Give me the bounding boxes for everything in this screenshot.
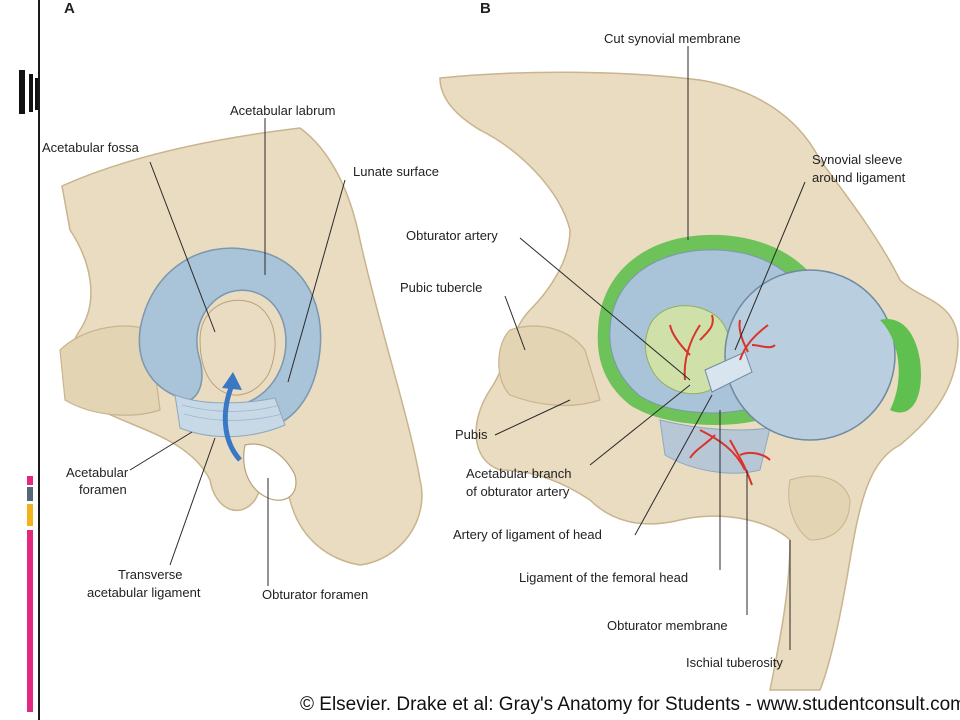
panel-label-a: A	[64, 0, 75, 17]
a-transverse-ligament	[174, 394, 286, 438]
label-acetabular-fossa: Acetabular fossa	[42, 140, 139, 155]
panel-a-leader-lines	[129, 118, 346, 586]
label-pubis: Pubis	[455, 427, 488, 442]
label-obturator-foramen: Obturator foramen	[262, 587, 369, 602]
label-obturator-membrane: Obturator membrane	[607, 618, 728, 633]
deco-bar-pink-long	[27, 530, 33, 712]
a-obturator-foramen-shape	[243, 443, 297, 501]
deco-bar-slate	[27, 487, 33, 501]
label-acetabular-foramen-2: foramen	[79, 482, 127, 497]
label-acetabular-foramen-1: Acetabular	[66, 465, 129, 480]
a-pubic-ramus	[59, 325, 161, 416]
a-acetabular-fossa-shape	[199, 299, 276, 396]
label-synovial-sleeve-1: Synovial sleeve	[812, 152, 903, 167]
deco-bracket	[19, 70, 41, 114]
panel-b-leader-lines	[494, 46, 806, 650]
panel-b-drawing	[439, 71, 959, 691]
a-blue-arrow	[222, 384, 242, 462]
label-obturator-artery: Obturator artery	[406, 228, 498, 243]
slide-left-margin	[0, 0, 42, 720]
label-pubic-tubercle: Pubic tubercle	[400, 280, 483, 295]
slide-divider-line	[38, 0, 40, 720]
a-lunate-surface	[138, 247, 322, 431]
b-ischium	[788, 475, 851, 541]
label-acetabular-branch-1: Acetabular branch	[466, 466, 572, 481]
label-acetabular-branch-2: of obturator artery	[466, 484, 570, 499]
label-artery-of-ligament: Artery of ligament of head	[453, 527, 602, 542]
panel-label-b: B	[480, 0, 491, 17]
b-obturator-membrane	[659, 419, 771, 474]
label-transverse-2: acetabular ligament	[87, 585, 201, 600]
b-pubis	[498, 325, 601, 407]
deco-bar-yellow	[27, 504, 33, 526]
label-lunate-surface: Lunate surface	[353, 164, 440, 179]
b-femoral-head	[724, 269, 896, 441]
label-synovial-sleeve-2: around ligament	[812, 170, 906, 185]
label-acetabular-labrum: Acetabular labrum	[230, 103, 336, 118]
panel-a-drawing	[59, 127, 423, 566]
label-cut-synovial-membrane: Cut synovial membrane	[604, 31, 741, 46]
copyright-credit: © Elsevier. Drake et al: Gray's Anatomy …	[300, 694, 960, 715]
label-ligament-femoral-head: Ligament of the femoral head	[519, 570, 689, 585]
deco-bar-pink-top	[27, 476, 33, 485]
label-transverse-1: Transverse	[118, 567, 183, 582]
b-ligament-head	[704, 351, 753, 393]
label-ischial-tuberosity: Ischial tuberosity	[686, 655, 783, 670]
